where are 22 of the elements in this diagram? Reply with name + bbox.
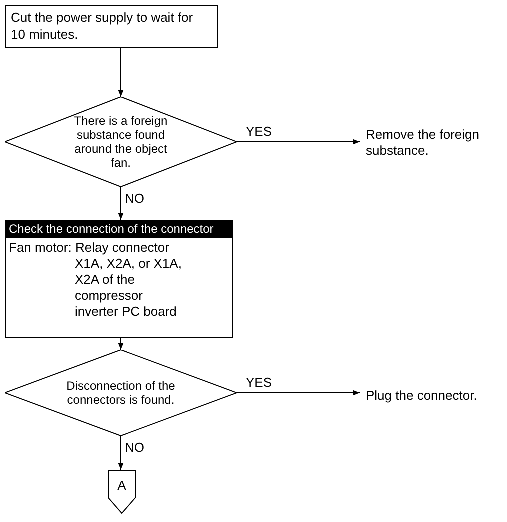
box-body: Fan motor: Relay connector X1A, X2A, or X1A, X2A of the compressor inverter PC board	[8, 239, 183, 320]
process-box: Cut the power supply to wait for 10 minutes.	[5, 5, 218, 48]
arrow	[118, 338, 124, 350]
decision-text: Disconnection of the connectors is found.	[66, 379, 176, 407]
edge-label: YES	[245, 375, 274, 390]
decision-text: There is a foreign substance found around the object fan.	[73, 114, 169, 170]
decision-diamond	[5, 97, 237, 187]
off-page-connector	[108, 470, 136, 514]
action-text: Remove the foreign substance.	[362, 127, 502, 163]
edge-label: YES	[245, 124, 274, 139]
edge-label: NO	[124, 191, 146, 206]
arrow	[236, 390, 360, 396]
arrow	[118, 48, 124, 98]
connector-letter: A	[116, 478, 128, 493]
edge-label: NO	[124, 440, 146, 455]
arrow	[236, 139, 360, 145]
check-box	[5, 220, 233, 338]
arrow	[118, 436, 124, 470]
arrow	[118, 186, 124, 220]
box-header: Check the connection of the connector	[6, 221, 232, 238]
action-text: Plug the connector.	[362, 388, 502, 408]
decision-diamond	[5, 350, 237, 436]
